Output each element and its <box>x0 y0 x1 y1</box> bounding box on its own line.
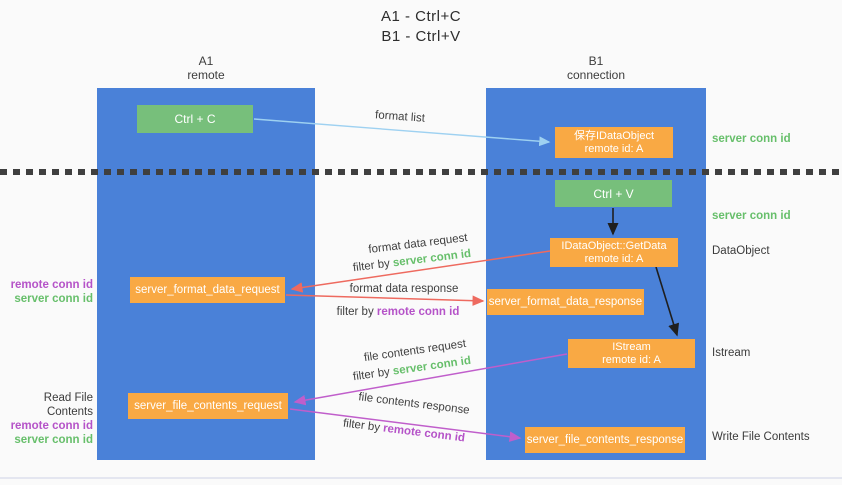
node-getdata: IDataObject::GetData remote id: A <box>550 238 678 267</box>
node-getdata-line2: remote id: A <box>584 252 644 265</box>
node-format-response-label: server_format_data_response <box>488 295 643 308</box>
column-a-header: A1 remote <box>97 54 315 82</box>
node-format-request: server_format_data_request <box>130 277 285 303</box>
node-istream-line2: remote id: A <box>602 353 661 366</box>
label-format-list: format list <box>374 109 426 125</box>
dotted-separator <box>0 169 842 175</box>
filter-by-text: filter by <box>342 417 381 434</box>
filter-by-text: filter by <box>352 366 391 384</box>
label-server-conn-id-top: server conn id <box>712 133 791 145</box>
label-write-file-contents: Write File Contents <box>712 431 810 443</box>
node-ctrl-c: Ctrl + C <box>137 105 253 133</box>
label-server-conn-id-mid: server conn id <box>712 210 791 222</box>
label-filter-file-response: filter by remote conn id <box>342 418 465 445</box>
arrow-format-data-response <box>285 294 485 306</box>
label-dataobject: DataObject <box>712 245 770 257</box>
label-remote-conn-id: remote conn id <box>10 420 93 432</box>
node-file-request-label: server_file_contents_request <box>134 399 282 412</box>
remote-conn-id-text: remote conn id <box>376 306 460 318</box>
node-istream-line1: IStream <box>612 340 651 353</box>
filter-by-text: filter by <box>352 257 391 275</box>
label-format-data-response: format data response <box>349 283 459 295</box>
label-filter-format-response: filter by remote conn id <box>337 306 460 318</box>
label-read-file-contents: Read File Contents <box>43 392 93 418</box>
column-b-header: B1 connection <box>486 54 706 82</box>
remote-conn-id-text: remote conn id <box>382 422 466 445</box>
node-save-dataobject: 保存IDataObject remote id: A <box>555 127 673 158</box>
node-ctrl-v-label: Ctrl + V <box>593 186 634 201</box>
window-bottom-edge <box>0 477 842 479</box>
filter-by-text: filter by <box>336 306 374 318</box>
left-label-block-bottom: Read File Contents remote conn id server… <box>0 391 93 447</box>
label-server-conn-id: server conn id <box>14 293 93 305</box>
column-b-id: B1 <box>588 54 604 68</box>
title-line-2: B1 - Ctrl+V <box>381 28 461 45</box>
label-remote-conn-id: remote conn id <box>10 279 93 291</box>
column-a-name: remote <box>187 68 225 82</box>
node-save-dataobject-line2: remote id: A <box>584 142 644 155</box>
node-ctrl-c-label: Ctrl + C <box>174 112 216 126</box>
node-ctrl-v: Ctrl + V <box>555 180 672 207</box>
node-format-request-label: server_format_data_request <box>135 283 280 296</box>
node-save-dataobject-line1: 保存IDataObject <box>573 129 655 142</box>
column-a-id: A1 <box>198 54 214 68</box>
label-server-conn-id: server conn id <box>14 434 93 446</box>
label-file-contents-response: file contents response <box>357 391 471 417</box>
node-istream: IStream remote id: A <box>568 339 695 368</box>
title-line-1: A1 - Ctrl+C <box>380 8 462 25</box>
node-getdata-line1: IDataObject::GetData <box>561 239 667 252</box>
label-istream: Istream <box>712 347 751 359</box>
node-format-response: server_format_data_response <box>487 289 644 315</box>
node-file-response-label: server_file_contents_response <box>526 433 684 446</box>
node-file-request: server_file_contents_request <box>128 393 288 419</box>
node-file-response: server_file_contents_response <box>525 427 685 453</box>
left-label-block-mid: remote conn id server conn id <box>0 278 93 306</box>
column-b-name: connection <box>566 68 626 82</box>
